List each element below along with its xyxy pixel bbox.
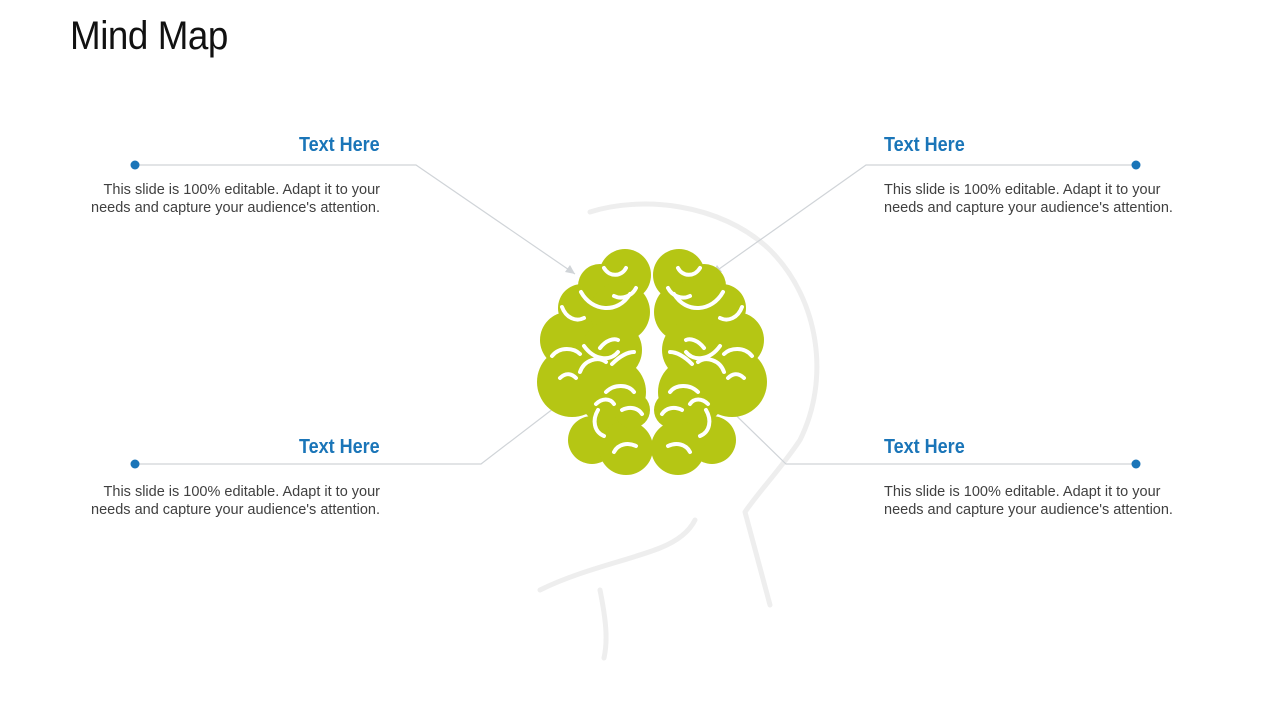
node-heading-top-right: Text Here (884, 134, 965, 156)
node-heading-bottom-left: Text Here (299, 436, 380, 458)
node-text-top-right: This slide is 100% editable. Adapt it to… (884, 182, 1173, 216)
dot-bottom-left (130, 459, 140, 469)
dot-top-left (130, 160, 140, 170)
dot-top-right (1131, 160, 1141, 170)
connector-top-right (711, 164, 1136, 275)
page-title: Mind Map (70, 14, 228, 58)
node-text-bottom-left: This slide is 100% editable. Adapt it to… (91, 484, 380, 518)
brain-folds-left (550, 266, 644, 454)
brain-icon (537, 249, 767, 475)
connector-top-left (135, 164, 576, 275)
head-outline (537, 201, 820, 661)
connector-bottom-left (135, 391, 576, 465)
node-heading-top-left: Text Here (299, 134, 380, 156)
node-text-bottom-right: This slide is 100% editable. Adapt it to… (884, 484, 1173, 518)
brain-folds-right (660, 266, 754, 454)
arrowhead-top-left (565, 265, 575, 274)
node-text-top-left: This slide is 100% editable. Adapt it to… (91, 182, 380, 216)
dot-bottom-right (1131, 459, 1141, 469)
node-heading-bottom-right: Text Here (884, 436, 965, 458)
